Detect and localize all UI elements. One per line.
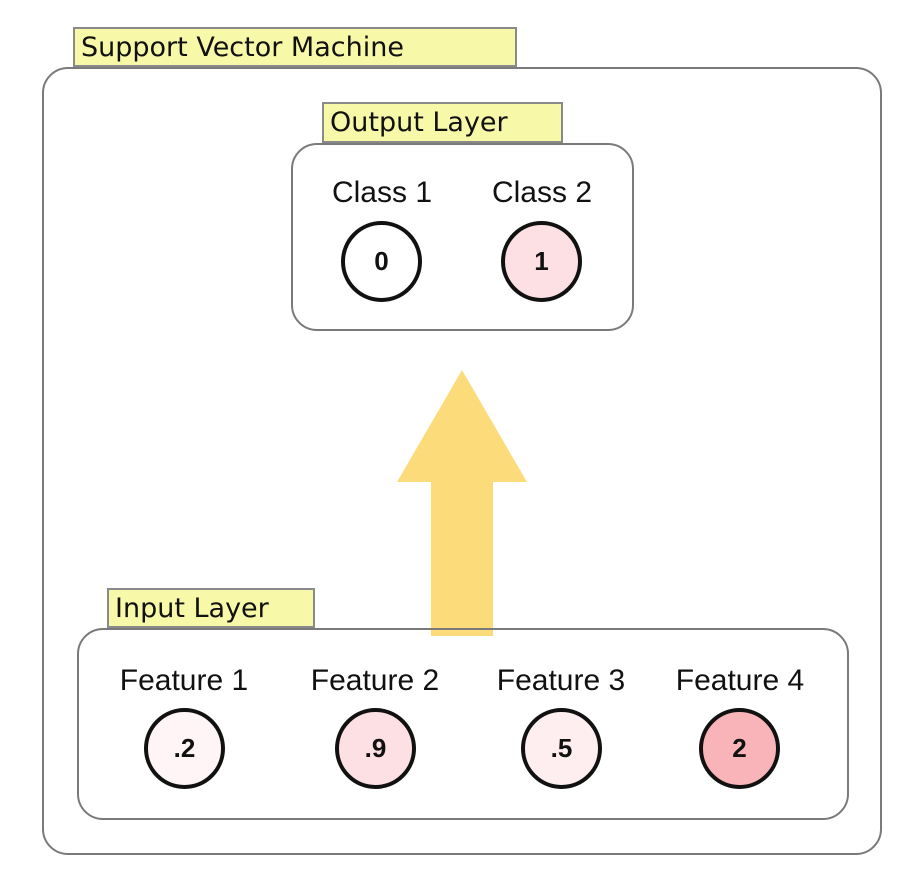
feature-2-value: .9 [364,733,387,763]
feature-4-node: 2 [699,708,780,789]
feature-2-node: .9 [335,708,416,789]
class-1-label: Class 1 [331,176,433,209]
class-2-node: 1 [501,221,582,302]
feature-1-value: .2 [173,733,196,763]
class-1-node: 0 [341,221,422,302]
feature-3-node: .5 [521,708,602,789]
feature-3-value: .5 [550,733,573,763]
input-layer-panel [77,628,849,820]
arrow-shape [397,370,527,636]
feature-1-label: Feature 1 [119,664,249,697]
input-layer-tag: Input Layer [107,588,315,628]
class-2-label: Class 2 [491,176,593,209]
output-layer-tag: Output Layer [322,102,563,143]
feature-1-node: .2 [144,708,225,789]
class-1-value: 0 [374,246,389,276]
feature-4-label: Feature 4 [675,664,805,697]
output-layer-panel [291,143,634,331]
up-arrow-icon [397,370,527,636]
feature-3-label: Feature 3 [496,664,626,697]
svm-title-tag: Support Vector Machine [73,27,517,67]
feature-4-value: 2 [732,733,747,763]
feature-2-label: Feature 2 [310,664,440,697]
class-2-value: 1 [534,246,549,276]
